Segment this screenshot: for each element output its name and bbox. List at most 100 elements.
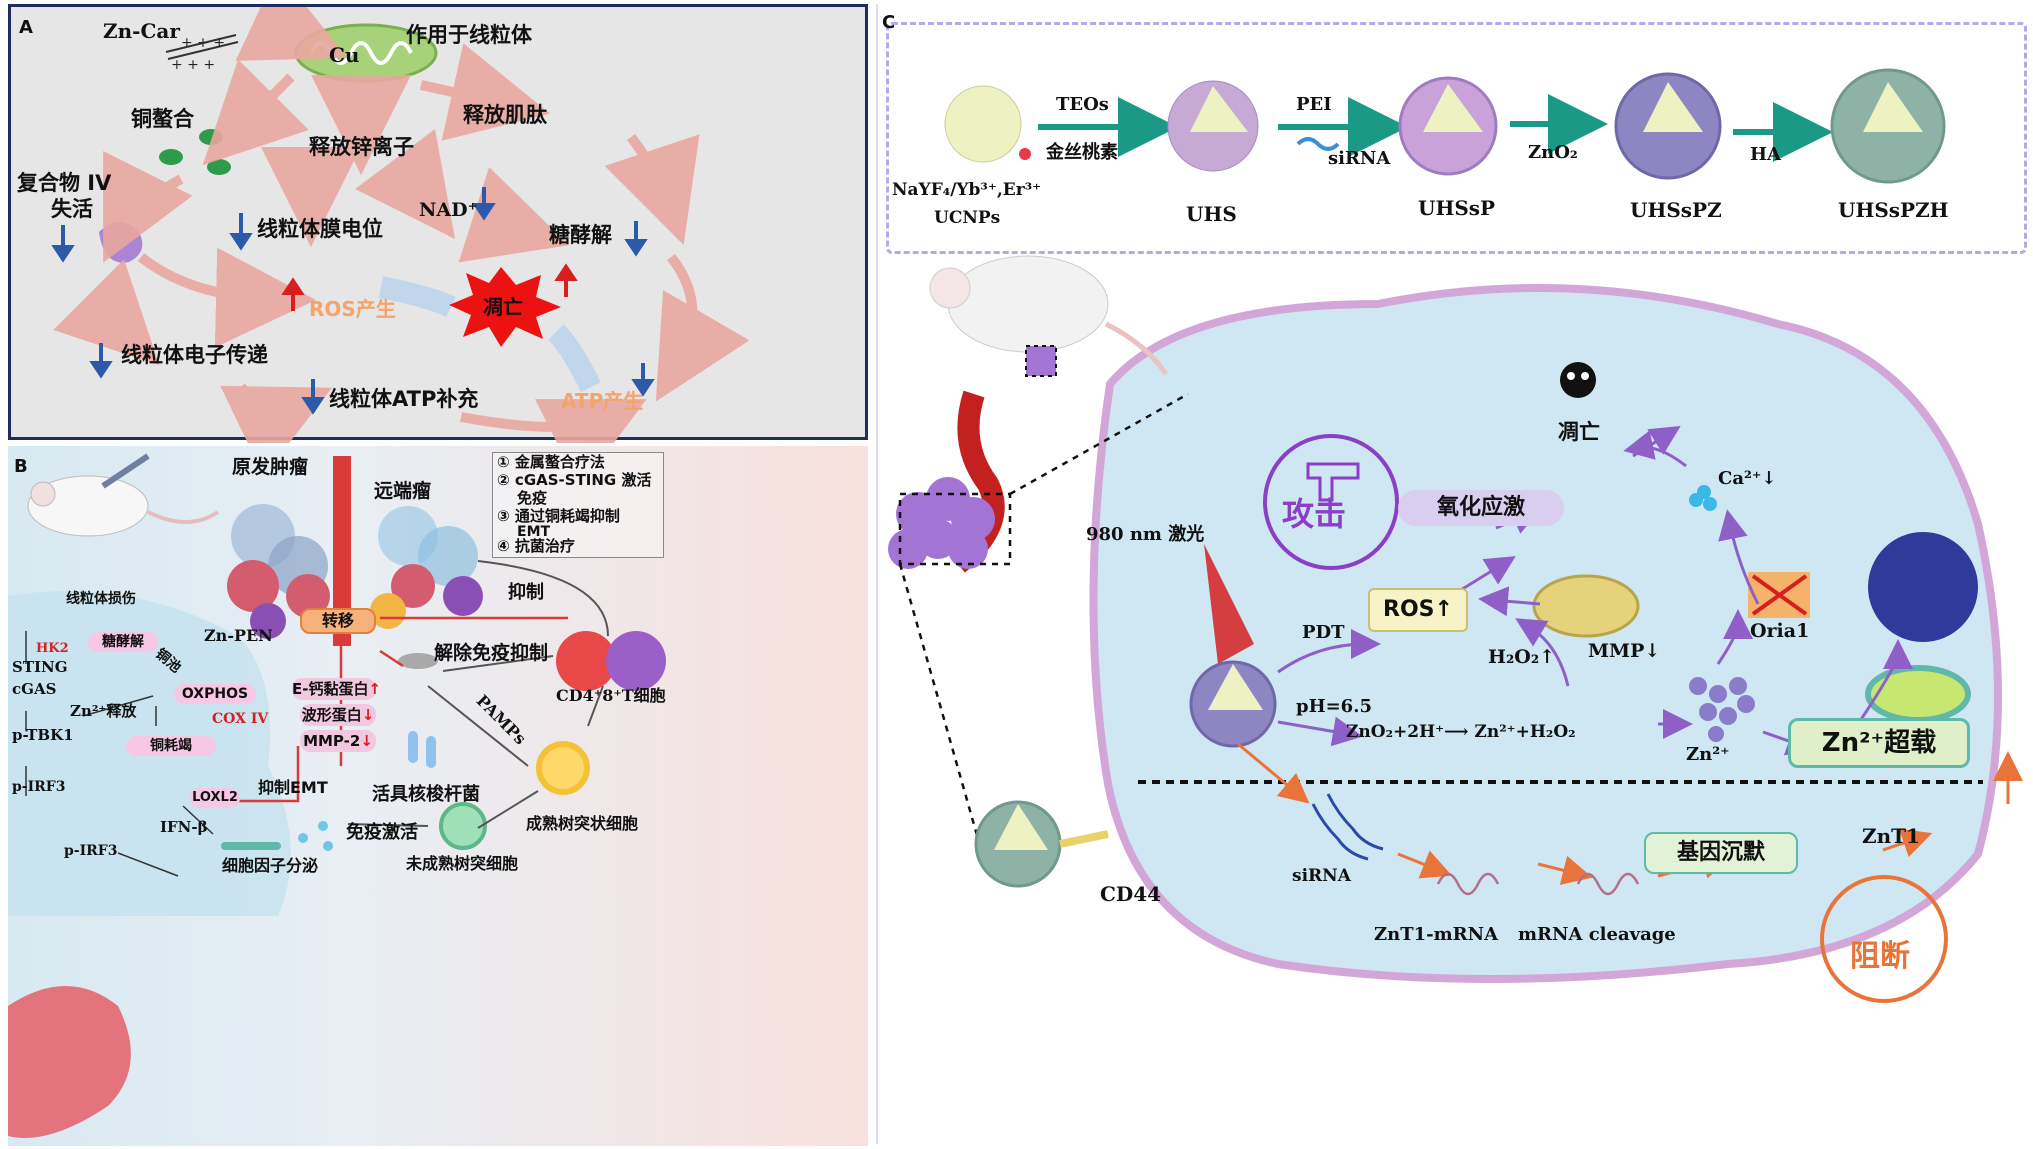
zn-overload-box: Zn²⁺超载 [1788,718,1970,768]
ph-label: pH=6.5 [1296,696,1372,717]
mito-potential-label: 线粒体膜电位 [257,217,383,241]
immature-dc-label: 未成熟树突细胞 [406,854,519,873]
block-label: 阻断 [1850,939,1910,974]
zno2-label: ZnO₂ [1528,142,1578,163]
e-cadherin-box: E-钙黏蛋白↑ [292,678,382,700]
acts-on-mito-label: 作用于线粒体 [406,23,532,47]
panel-a: + + + + + + [8,4,868,443]
reaction-label: ZnO₂+2H⁺⟶ Zn²⁺+H₂O₂ [1346,722,1576,742]
uhs-particle [1167,80,1259,172]
sirna-top-label: siRNA [1328,148,1391,169]
uhsspz-particle [1614,72,1722,180]
zn2-label: Zn²⁺ [1686,744,1730,765]
primary-tumor-label: 原发肿瘤 [232,456,309,478]
znt1-mrna-label: ZnT1-mRNA [1374,924,1499,945]
vimentin-label: 波形蛋白 [301,706,362,724]
uhssp-label: UHSsP [1418,196,1496,220]
relieve-immunosuppression-label: 解除免疫抑制 [434,642,549,664]
ca-label: Ca²⁺↓ [1718,468,1777,489]
release-zinc-label: 释放锌离子 [309,135,414,159]
ha-label: HA [1750,144,1781,165]
atp-supply-label: 线粒体ATP补充 [329,387,479,411]
legend-item-1: ① 金属螯合疗法 [497,453,605,471]
primary-tumor-cluster [227,504,330,639]
zn-release-label: Zn²⁺释放 [70,702,137,720]
hk2-label: HK2 [36,641,69,656]
gene-silencing-box: 基因沉默 [1644,832,1798,874]
legend-item-2: ② cGAS-STING 激活 [497,471,652,489]
legend-item-4: ④ 抗菌治疗 [497,537,575,555]
uhs-label: UHS [1186,202,1237,226]
uhsspzh-label: UHSsPZH [1838,198,1949,222]
cd48-t-label: CD4⁺8⁺T细胞 [556,686,666,705]
svg-text:+ + +: + + + [171,57,215,73]
cgas-label: cGAS [12,680,57,698]
oria1-label: Oria1 [1750,620,1810,642]
zn-car-label: Zn-Car [103,19,180,43]
p-irf3-b-label: p-IRF3 [64,843,118,859]
legend-item-3b: EMT [517,524,551,540]
immune-activation-label: 免疫激活 [346,822,418,843]
complex-iv-label-1: 复合物 IV [17,171,112,195]
uhssp-particle [1398,76,1498,176]
cu-label: Cu [329,43,360,67]
mrna-cleavage-label: mRNA cleavage [1518,924,1676,945]
panel-b: B 原发肿瘤 远端瘤 Zn-PEN ① 金属螯合疗法 ② cGAS-STING … [8,446,868,1146]
inhibit-label: 抑制 [508,582,544,603]
apoptosis-burst [449,267,561,347]
zn-pen-label: Zn-PEN [204,626,273,645]
vimentin-box: 波形蛋白↓ [300,704,376,726]
metastasis-box: 转移 [300,608,376,634]
synthesis-box [886,22,2027,254]
ros-box: ROS↑ [1368,588,1468,632]
e-cadherin-label: E-钙黏蛋白 [292,680,369,698]
cox-iv-label: COX IV [212,711,269,727]
panel-a-graphics: + + + + + + [51,7,750,443]
ucnps-label-2: UCNPs [934,208,1001,228]
panel-a-letter: A [19,17,33,38]
h2o2-label: H₂O₂↑ [1488,646,1556,668]
p-tbk1-label: p-TBK1 [12,726,74,744]
therapy-legend-box: ① 金属螯合疗法 ② cGAS-STING 激活 免疫 ③ 通过铜耗竭抑制 EM… [492,452,664,558]
panel-b-letter: B [14,456,28,477]
glycolysis-box: 糖酵解 [88,632,158,652]
cell-particle [1189,660,1277,748]
oxidative-stress-box: 氧化应激 [1398,490,1564,526]
cd44-label: CD44 [1100,882,1162,906]
ucnps-label-1: NaYF₄/Yb³⁺,Er³⁺ [892,180,1042,200]
gold-ball-label: 金丝桃素 [1046,142,1118,163]
panel-b-graphics [8,453,666,1138]
tumor-cluster [888,477,995,569]
panel-c: C TEOs 金丝桃素 NaYF₄/Yb³⁺,Er³⁺ UCNPs PEI si… [876,4,2027,1144]
uhsspzh-particle [1830,68,1946,184]
legend-item-2b: 免疫 [517,489,548,507]
glycolysis-label: 糖酵解 [549,223,612,247]
svg-text:+ + +: + + + [181,35,225,51]
legend-item-3: ③ 通过铜耗竭抑制 [497,507,620,525]
copper-chelation-label: 铜螯合 [131,107,194,131]
mito-damage-label: 线粒体损伤 [66,591,136,607]
uhsspz-label: UHSsPZ [1630,198,1722,222]
ifn-b-label: IFN-β [160,818,208,836]
ros-label: ROS产生 [309,297,396,321]
pdt-label: PDT [1302,622,1345,643]
mmp-label: MMP↓ [1588,640,1661,662]
death-label: 凋亡 [1558,420,1600,444]
pei-label: PEI [1296,94,1332,115]
sting-label: STING [12,658,68,676]
complex-iv-label-2: 失活 [51,197,93,221]
inhibit-emt-label: 抑制EMT [258,778,328,797]
release-peptide-label: 释放肌肽 [463,103,547,127]
etc-label: 线粒体电子传递 [121,343,268,367]
panel-c-graphics [888,68,2023,1003]
laser-label: 980 nm 激光 [1086,524,1205,545]
cytokine-secretion-label: 细胞因子分泌 [222,856,319,875]
distal-tumor-cluster [370,506,483,629]
fusobacterium-label: 活具核梭杆菌 [372,784,480,805]
cd44-particle [974,800,1062,888]
p-irf3-label: p-IRF3 [12,779,66,795]
distal-tumor-label: 远端瘤 [374,480,432,502]
atp-prod-label: ATP产生 [561,389,644,413]
loxl2-box: LOXL2 [190,788,240,808]
sirna-label: siRNA [1292,866,1351,886]
